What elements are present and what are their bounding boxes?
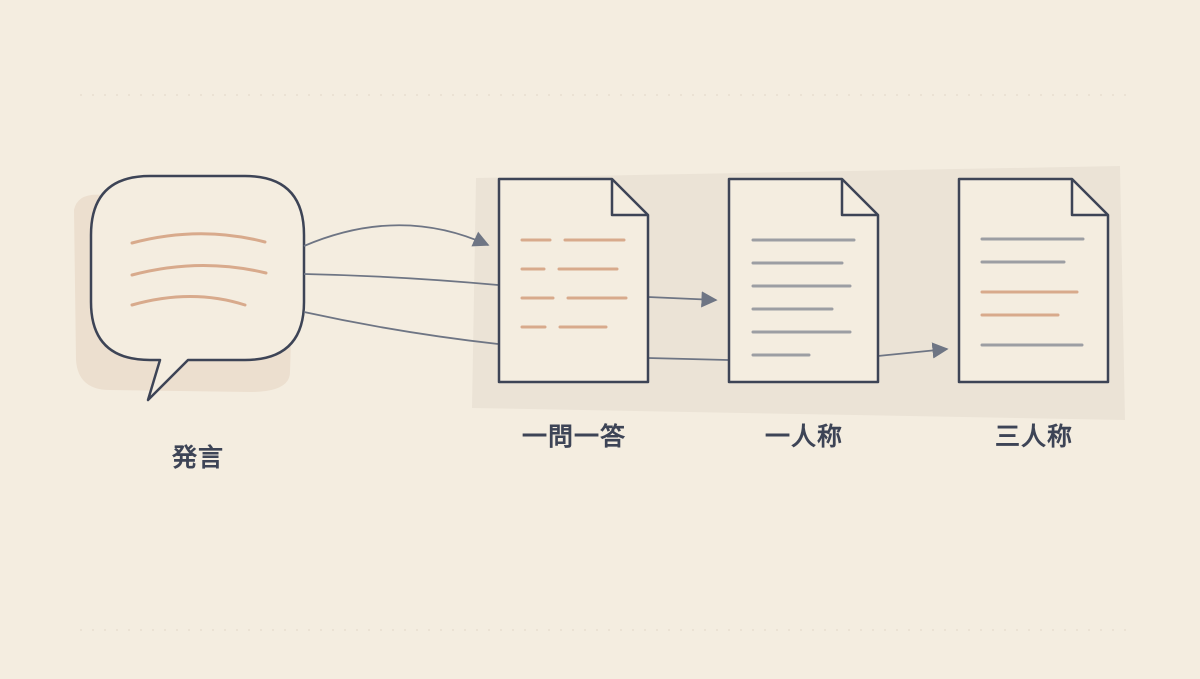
speech-line [130, 264, 268, 277]
speech-label: 発言 [171, 443, 225, 472]
document-icon [727, 177, 880, 384]
text-lines [980, 237, 1085, 347]
connector-line [647, 357, 729, 361]
speech-line [130, 295, 247, 307]
speech-line [130, 232, 267, 245]
document-icon [957, 177, 1110, 384]
connector-line [303, 273, 499, 286]
document-outline [957, 177, 1110, 384]
document-outline [497, 177, 650, 384]
connector-arrow [303, 224, 490, 247]
text-lines [751, 238, 856, 357]
document-fold [610, 179, 648, 217]
first-person-document-label: 一人称 [764, 422, 844, 451]
connectors [303, 224, 949, 361]
third-person-document-label: 三人称 [994, 422, 1074, 451]
connector-arrow [647, 291, 718, 308]
qa-lines [520, 238, 628, 329]
connector-arrow [877, 342, 949, 359]
connector-line [303, 311, 499, 345]
qa-document-label: 一問一答 [521, 422, 627, 451]
document-fold [840, 179, 878, 217]
speech-bubble-outline [89, 174, 306, 402]
document-outline [727, 177, 880, 384]
document-icon [497, 177, 650, 384]
speech-bubble-icon [74, 174, 306, 402]
document-fold [1070, 179, 1108, 217]
